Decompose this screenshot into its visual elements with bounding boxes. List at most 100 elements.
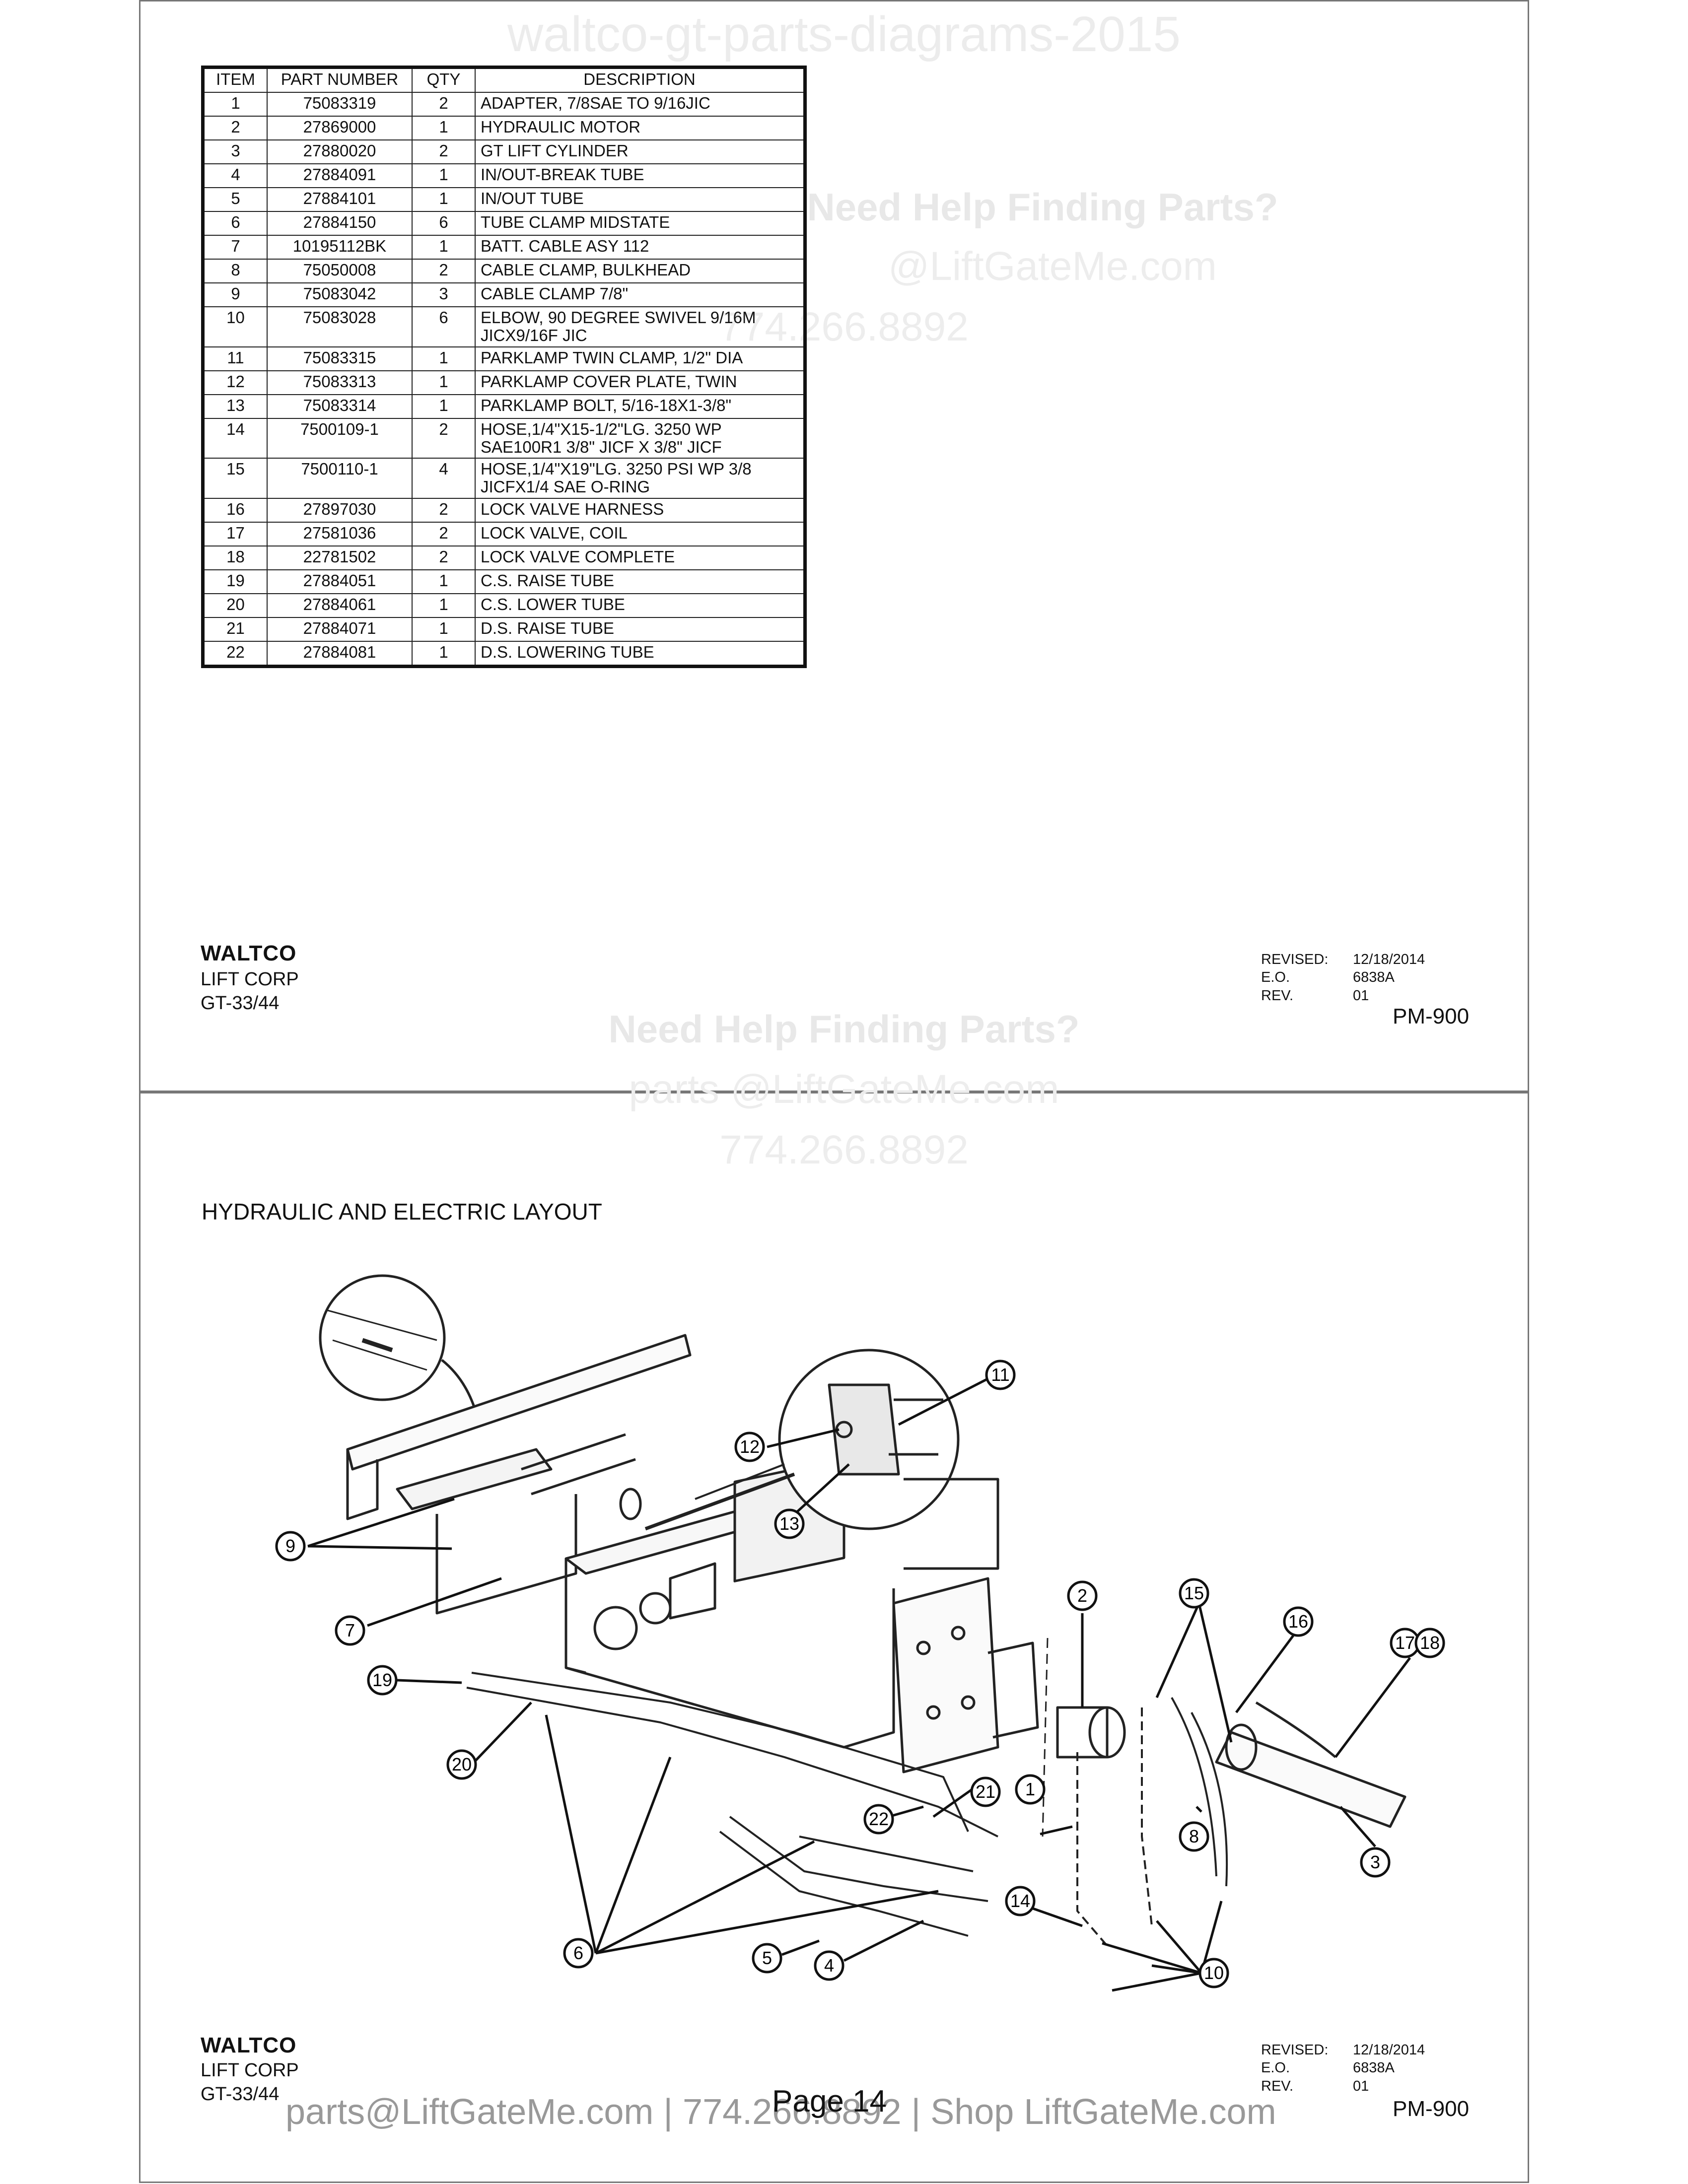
- cell-description: LOCK VALVE, COIL: [475, 521, 806, 546]
- waltco-logo: WALTCO: [201, 941, 297, 965]
- watermark-phone-2: 774.266.8892: [719, 1127, 969, 1172]
- cell-part-number: 7500110-1: [267, 458, 413, 499]
- header-item: ITEM: [202, 67, 268, 93]
- page-code-2: PM-900: [1393, 2097, 1470, 2121]
- corp-name-2: LIFT CORP: [201, 2060, 299, 2081]
- callout-label: 9: [285, 1536, 295, 1556]
- callout-bubble: [1360, 1847, 1391, 1878]
- cell-description: IN/OUT-BREAK TUBE: [475, 163, 806, 188]
- callout-bubble: [1414, 1628, 1445, 1658]
- cell-description: LOCK VALVE COMPLETE: [475, 545, 806, 570]
- cell-part-number: 10195112BK: [267, 235, 413, 260]
- callout-bubble: [1179, 1578, 1209, 1609]
- cell-description: TUBE CLAMP MIDSTATE: [475, 211, 806, 236]
- parts-table-header: ITEM PART NUMBER QTY DESCRIPTION: [202, 67, 806, 93]
- callout-label: 13: [779, 1513, 799, 1534]
- cell-qty: 4: [412, 458, 476, 499]
- cell-qty: 1: [412, 163, 476, 188]
- cell-part-number: 27880020: [267, 139, 413, 164]
- cell-part-number: 27581036: [267, 521, 413, 546]
- cell-part-number: 75050008: [267, 259, 413, 283]
- cell-description: ADAPTER, 7/8SAE TO 9/16JIC: [475, 92, 806, 117]
- callout-label: 22: [869, 1809, 889, 1829]
- cell-item: 10: [202, 306, 268, 347]
- watermark-help-2: Need Help Finding Parts?: [608, 1007, 1080, 1051]
- site-footer[interactable]: parts@LiftGateMe.com | 774.266.8892 | Sh…: [285, 2092, 1276, 2132]
- callout-bubble: [814, 1950, 844, 1981]
- cell-qty: 2: [412, 521, 476, 546]
- callout-label: 19: [372, 1670, 392, 1690]
- cell-qty: 3: [412, 282, 476, 307]
- callout-bubble: [275, 1531, 306, 1562]
- cell-part-number: 75083313: [267, 370, 413, 395]
- cell-part-number: 27884071: [267, 616, 413, 642]
- callout-bubble: [752, 1943, 782, 1974]
- cell-part-number: 27884101: [267, 187, 413, 212]
- cell-description: BATT. CABLE ASY 112: [475, 235, 806, 260]
- cell-qty: 2: [412, 259, 476, 283]
- cell-description: CABLE CLAMP, BULKHEAD: [475, 259, 806, 283]
- cell-part-number: 75083042: [267, 282, 413, 307]
- rev-label: REV.: [1261, 987, 1294, 1004]
- cell-item: 12: [202, 370, 268, 395]
- callout-label: 14: [1010, 1891, 1030, 1911]
- callout-label: 17: [1395, 1633, 1415, 1653]
- cell-qty: 1: [412, 370, 476, 395]
- cell-qty: 2: [412, 139, 476, 164]
- cell-description: C.S. LOWER TUBE: [475, 593, 806, 618]
- callout-label: 3: [1370, 1852, 1380, 1872]
- callout-bubble: [446, 1749, 477, 1780]
- cell-qty: 1: [412, 569, 476, 594]
- diagram-title: HYDRAULIC AND ELECTRIC LAYOUT: [202, 1199, 602, 1225]
- model-code-2: GT-33/44: [201, 2084, 280, 2105]
- cell-description: LOCK VALVE HARNESS: [475, 497, 806, 523]
- cell-item: 20: [202, 593, 268, 618]
- cell-qty: 1: [412, 187, 476, 212]
- cell-description: PARKLAMP COVER PLATE, TWIN: [475, 370, 806, 395]
- cell-part-number: 75083028: [267, 306, 413, 347]
- cell-part-number: 27884150: [267, 211, 413, 236]
- cell-item: 13: [202, 394, 268, 419]
- cell-item: 3: [202, 139, 268, 164]
- watermark-email-1: @LiftGateMe.com: [888, 244, 1217, 289]
- cell-part-number: 75083319: [267, 92, 413, 117]
- callout-label: 7: [345, 1620, 355, 1640]
- header-part-number: PART NUMBER: [267, 67, 413, 93]
- callout-label: 1: [1025, 1779, 1035, 1799]
- waltco-logo-2: WALTCO: [201, 2033, 297, 2057]
- cell-item: 21: [202, 616, 268, 642]
- cell-qty: 1: [412, 116, 476, 140]
- revised-value-2: 12/18/2014: [1353, 2042, 1425, 2058]
- cell-qty: 1: [412, 346, 476, 371]
- cell-qty: 1: [412, 640, 476, 667]
- rev-label-2: REV.: [1261, 2078, 1294, 2094]
- callout-bubble: [774, 1508, 805, 1539]
- cell-item: 16: [202, 497, 268, 523]
- callout-label: 21: [976, 1781, 995, 1802]
- header-description: DESCRIPTION: [475, 67, 806, 93]
- cell-part-number: 27897030: [267, 497, 413, 523]
- cell-item: 6: [202, 211, 268, 236]
- cell-qty: 1: [412, 593, 476, 618]
- callout-bubble: [1015, 1774, 1046, 1805]
- callout-label: 18: [1420, 1633, 1440, 1653]
- callout-bubble: [863, 1804, 894, 1835]
- cell-part-number: 27884061: [267, 593, 413, 618]
- cell-item: 14: [202, 417, 268, 459]
